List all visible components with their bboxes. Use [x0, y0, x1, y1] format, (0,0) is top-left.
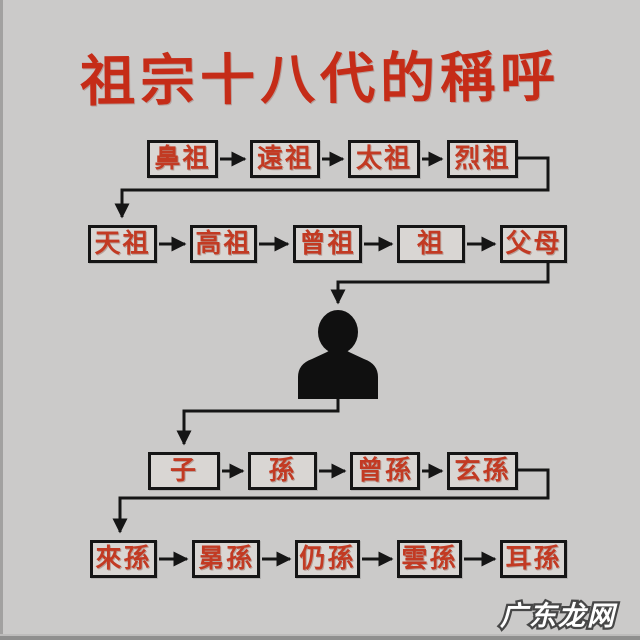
- generation-label: 晜孫: [197, 544, 254, 574]
- bottom-edge-highlight: [0, 634, 640, 636]
- generation-box-descendants-near-1: 子: [148, 452, 220, 490]
- generation-box-ancestors-far-4: 烈祖: [447, 140, 518, 178]
- generation-box-descendants-far-2: 晜孫: [192, 540, 260, 578]
- generation-box-descendants-near-2: 孫: [248, 452, 317, 490]
- generation-label: 祖: [416, 229, 445, 259]
- between-box-arrows: [159, 151, 497, 567]
- generation-label: 玄孫: [454, 456, 511, 486]
- generation-label: 雲孫: [401, 544, 458, 574]
- generation-label: 耳孫: [505, 544, 562, 574]
- generation-label: 孫: [268, 456, 297, 486]
- generation-label: 子: [169, 456, 198, 486]
- generation-label: 仍孫: [299, 544, 356, 574]
- generation-box-descendants-near-3: 曾孫: [350, 452, 420, 490]
- generation-box-ancestors-near-1: 天祖: [88, 225, 157, 263]
- generation-box-ancestors-far-1: 鼻祖: [147, 140, 218, 178]
- generation-box-descendants-far-1: 來孫: [90, 540, 157, 578]
- watermark: 广东龙网: [500, 601, 618, 632]
- generation-box-descendants-far-4: 雲孫: [397, 540, 462, 578]
- generation-box-descendants-far-3: 仍孫: [295, 540, 360, 578]
- generation-box-ancestors-far-3: 太祖: [348, 140, 420, 178]
- generation-label: 父母: [505, 229, 562, 259]
- generation-box-ancestors-near-3: 曾祖: [293, 225, 362, 263]
- bottom-edge-line: [0, 636, 640, 640]
- generation-label: 高祖: [195, 229, 252, 259]
- generation-box-descendants-far-5: 耳孫: [500, 540, 567, 578]
- generation-box-ancestors-near-5: 父母: [500, 225, 567, 263]
- generation-label: 曾孫: [356, 456, 413, 486]
- left-edge-line: [0, 0, 3, 640]
- generation-box-descendants-near-4: 玄孫: [447, 452, 518, 490]
- connector-descendants-near-to-far: [112, 468, 550, 534]
- generation-label: 天祖: [94, 229, 151, 259]
- connector-parents-to-self: [330, 263, 550, 305]
- generation-label: 來孫: [95, 544, 152, 574]
- generation-box-ancestors-near-4: 祖: [397, 225, 465, 263]
- generation-label: 鼻祖: [154, 144, 211, 174]
- person-silhouette-icon: [298, 310, 378, 399]
- generation-label: 太祖: [355, 144, 412, 174]
- generation-label: 遠祖: [256, 144, 313, 174]
- generation-box-ancestors-far-2: 遠祖: [250, 140, 320, 178]
- generation-label: 烈祖: [454, 144, 511, 174]
- generation-box-ancestors-near-2: 高祖: [190, 225, 257, 263]
- connector-self-to-son: [176, 398, 340, 446]
- connector-ancestors-far-to-near: [114, 156, 550, 219]
- generation-label: 曾祖: [299, 229, 356, 259]
